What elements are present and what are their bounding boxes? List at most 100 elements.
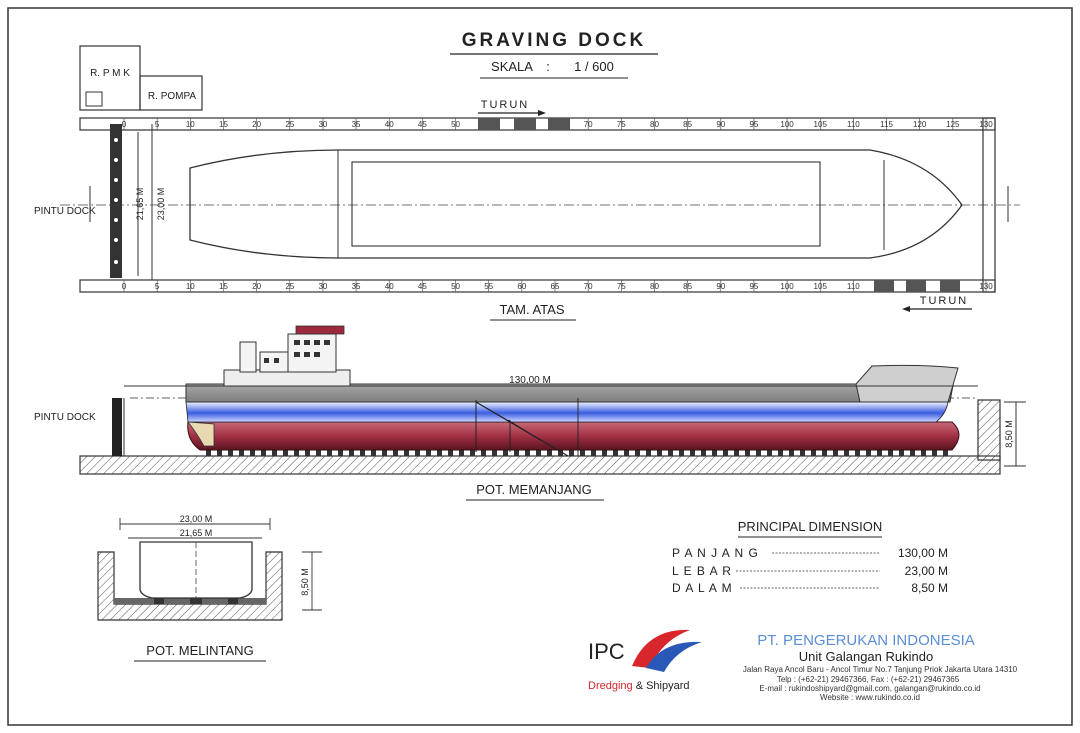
keel-block [190, 598, 202, 604]
keel-block [569, 450, 574, 456]
keel-block [437, 450, 442, 456]
ruler-label: 95 [749, 282, 758, 291]
ruler-label: 80 [650, 282, 659, 291]
ship-plan-outline [189, 149, 963, 259]
ruler-label: 130 [979, 282, 993, 291]
keel-block [657, 450, 662, 456]
ruler-label: 110 [847, 120, 860, 129]
keel-block [899, 450, 904, 456]
keel-block [272, 450, 277, 456]
ruler-label: 125 [946, 120, 960, 129]
scale-value: 1 / 600 [574, 59, 614, 74]
ruler-label: 120 [913, 120, 927, 129]
keel-block [745, 450, 750, 456]
ruler-label: 10 [186, 282, 195, 291]
ship-cross-outline [139, 541, 253, 599]
keel-block [228, 598, 238, 604]
ruler-label: 15 [219, 120, 228, 129]
keel-block [514, 450, 519, 456]
keel-block [459, 450, 464, 456]
company-unit: Unit Galangan Rukindo [799, 649, 933, 664]
ruler-label: 70 [584, 120, 593, 129]
stair-block [478, 118, 500, 130]
ruler-label: 100 [780, 282, 794, 291]
keel-block [679, 450, 684, 456]
ruler-label: 115 [880, 120, 893, 129]
turun-top-arrowhead [538, 110, 546, 116]
keel-block [635, 450, 640, 456]
keel-block [833, 450, 838, 456]
company-address: Jalan Raya Ancol Baru - Ancol Timur No.7… [743, 665, 1018, 674]
ipc-tagline: Dredging & Shipyard [588, 680, 690, 692]
ipc-logo-text: IPC [588, 639, 625, 664]
cross-depth-label: 8,50 M [300, 568, 310, 596]
ruler-label: 110 [847, 282, 860, 291]
keel-block [481, 450, 486, 456]
dimension-value-width: 23,00 M [905, 564, 948, 578]
keel-blocks [206, 450, 948, 456]
ruler-label: 45 [418, 282, 427, 291]
keel-block [470, 450, 475, 456]
keel-block [624, 450, 629, 456]
page-border [7, 7, 1073, 726]
principal-dimensions: PRINCIPAL DIMENSION P A N J A N G 130,00… [672, 519, 948, 595]
dimension-value-depth: 8,50 M [911, 581, 948, 595]
ruler-label: 60 [517, 282, 526, 291]
keel-block [250, 450, 255, 456]
ruler-label: 5 [155, 282, 160, 291]
keel-block [426, 450, 431, 456]
ruler-label: 90 [716, 120, 725, 129]
plan-gate-label: PINTU DOCK [34, 206, 96, 217]
ruler-label: 35 [352, 282, 361, 291]
keel-block [723, 450, 728, 456]
keel-block [800, 450, 805, 456]
stair-block [940, 280, 960, 292]
dimension-label-width: L E B A R [672, 564, 732, 578]
keel-block [503, 450, 508, 456]
cross-caption: POT. MELINTANG [146, 643, 253, 658]
keel-block [536, 450, 541, 456]
keel-block [811, 450, 816, 456]
keel-block [866, 450, 871, 456]
ruler-label: 10 [186, 120, 195, 129]
dimension-label-depth: D A L A M [672, 581, 733, 595]
ruler-label: 50 [451, 282, 460, 291]
ruler-label: 105 [814, 120, 828, 129]
ruler-label: 95 [749, 120, 758, 129]
ipc-logo-swoosh-blue [646, 641, 702, 672]
company-phone: Telp : (+62-21) 29467366, Fax : (+62-21)… [777, 675, 960, 684]
inner-width-label: 21,65 M [135, 188, 145, 221]
keel-block [602, 450, 607, 456]
keel-block [690, 450, 695, 456]
cross-inner-width-label: 21,65 M [180, 528, 213, 538]
ruler-label: 70 [584, 282, 593, 291]
ruler-label: 25 [285, 282, 294, 291]
ship-stern-detail [187, 421, 215, 447]
keel-block [756, 450, 761, 456]
dimension-value-length: 130,00 M [898, 546, 948, 560]
keel-block [591, 450, 596, 456]
room-rpompa [139, 75, 203, 111]
length-label: 130,00 M [509, 375, 551, 386]
dock-end-wall [977, 399, 1001, 461]
ruler-label: 40 [385, 282, 394, 291]
keel-block [701, 450, 706, 456]
stair-block [906, 280, 926, 292]
depth-label: 8,50 M [1004, 420, 1014, 448]
keel-block [294, 450, 299, 456]
section-gate-label: PINTU DOCK [34, 412, 96, 423]
room-detail [85, 91, 103, 107]
outer-width-label: 23,00 M [156, 188, 166, 221]
ruler-label: 85 [683, 282, 692, 291]
bridge-roof [295, 325, 345, 335]
plan-caption: TAM. ATAS [499, 302, 564, 317]
keel-block [206, 450, 211, 456]
ruler-label: 75 [617, 282, 626, 291]
keel-block [415, 450, 420, 456]
keel-block [943, 450, 948, 456]
scale-label: SKALA [491, 59, 533, 74]
keel-block [217, 450, 222, 456]
drawing-title: GRAVING DOCK [462, 30, 646, 51]
ruler-label: 130 [979, 120, 993, 129]
